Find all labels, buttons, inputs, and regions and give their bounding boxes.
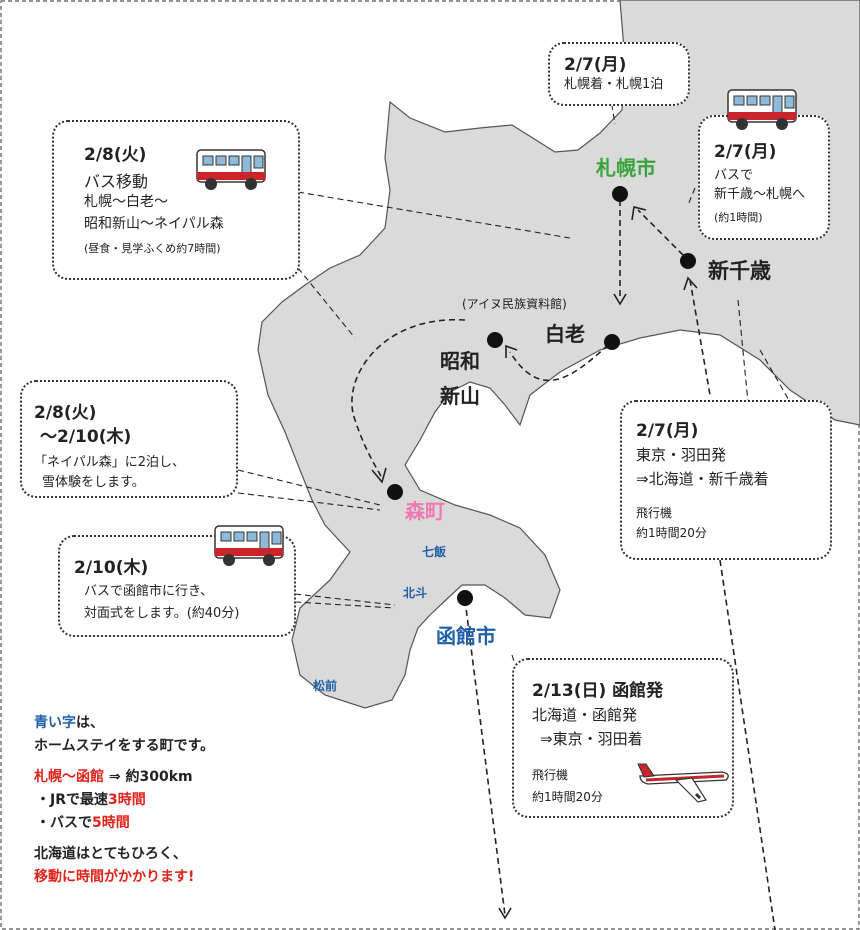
callout-line: バスで函館市に行き、 <box>84 584 214 599</box>
legend-text: は、 <box>76 715 104 731</box>
callout-line: バス移動 <box>84 172 149 191</box>
callout-date: 2/8(火) <box>34 403 97 423</box>
callout-line: バスで <box>714 168 754 183</box>
legend-text: ・JRで最速 <box>36 792 108 808</box>
callout-line: 昭和新山～ネイパル森 <box>84 216 224 232</box>
callout-bus-to-sapporo: 2/7(月) バスで 新千歳～札幌へ (約1時間) <box>698 115 830 240</box>
mori-marker <box>387 484 403 500</box>
legend-red-text: 札幌～函館 <box>34 769 104 785</box>
ainu-museum-label: (アイヌ民族資料館) <box>462 297 567 311</box>
callout-line: 東京・羽田発 <box>636 446 727 464</box>
shiraoi-marker <box>604 334 620 350</box>
showa-shinzan-marker <box>487 332 503 348</box>
hakodate-marker <box>457 590 473 606</box>
callout-date: 2/10(木) <box>74 558 149 578</box>
callout-line: ⇒東京・羽田着 <box>540 730 643 748</box>
callout-date: 2/8(火) <box>84 145 147 165</box>
callout-date: 2/13(日) 函館発 <box>532 681 664 701</box>
callout-line: 「ネイパル森」に2泊し、 <box>34 455 186 470</box>
legend-line-2: ホームステイをする町です。 <box>34 738 215 754</box>
shiraoi-label: 白老 <box>545 322 585 346</box>
callout-line: ⇒北海道・新千歳着 <box>636 470 769 488</box>
callout-date: 2/7(月) <box>636 421 699 441</box>
callout-line: 札幌～白老～ <box>84 194 168 210</box>
callout-line: (約1時間) <box>714 211 763 224</box>
callout-bus-day2: 2/8(火) バス移動 札幌～白老～ 昭和新山～ネイパル森 (昼食・見学ふくめ約… <box>52 120 300 280</box>
legend-red-text: 3時間 <box>108 792 146 808</box>
legend-line-7: 移動に時間がかかります! <box>34 869 195 885</box>
legend-text: ⇒ 約300km <box>104 769 193 785</box>
callout-date: 2/7(月) <box>714 142 777 162</box>
bus-icon <box>196 149 266 190</box>
callout-date: ～2/10(木) <box>40 427 132 447</box>
callout-line: (昼食・見学ふくめ約7時間) <box>84 242 221 255</box>
legend-line-3: 札幌～函館 ⇒ 約300km <box>34 766 214 789</box>
callout-line: 約1時間20分 <box>636 526 707 540</box>
callout-line: 札幌着・札幌1泊 <box>564 77 664 92</box>
sapporo-marker <box>612 186 628 202</box>
matsumae-label: 松前 <box>313 679 338 693</box>
callout-neipal-mori: 2/8(火) ～2/10(木) 「ネイパル森」に2泊し、 雪体験をします。 <box>20 380 238 498</box>
callout-line: 新千歳～札幌へ <box>714 187 806 202</box>
legend-line-1: 青い字は、 <box>34 712 214 735</box>
callout-flight-departure: 2/13(日) 函館発 北海道・函館発 ⇒東京・羽田着 飛行機 約1時間20分 <box>512 658 734 818</box>
legend-blue-text: 青い字 <box>34 715 76 731</box>
bus-icon <box>727 89 797 130</box>
callout-line: 雪体験をします。 <box>42 475 145 490</box>
callout-sapporo-arrival: 2/7(月) 札幌着・札幌1泊 <box>548 42 690 106</box>
callout-date: 2/7(月) <box>564 55 627 75</box>
nanae-label: 七飯 <box>422 545 447 559</box>
airplane-icon <box>637 763 729 803</box>
callout-line: 約1時間20分 <box>532 790 603 804</box>
legend: 青い字は、 ホームステイをする町です。 札幌～函館 ⇒ 約300km ・JRで最… <box>34 712 214 889</box>
hokuto-label: 北斗 <box>403 586 428 600</box>
bus-icon <box>214 525 284 566</box>
legend-line-5: ・バスで5時間 <box>34 812 214 835</box>
mori-label: 森町 <box>405 499 445 523</box>
shinchitose-label: 新千歳 <box>708 259 771 283</box>
callout-line: 対面式をします。(約40分) <box>84 606 240 621</box>
sapporo-label: 札幌市 <box>596 156 656 180</box>
legend-line-6: 北海道はとてもひろく、 <box>34 846 187 862</box>
shinchitose-marker <box>680 253 696 269</box>
callout-line: 飛行機 <box>636 506 673 520</box>
callout-line: 飛行機 <box>532 768 569 782</box>
callout-line: 北海道・函館発 <box>532 706 638 724</box>
hakodate-label: 函館市 <box>436 624 496 648</box>
showa-label-2: 新山 <box>440 384 480 408</box>
legend-line-4: ・JRで最速3時間 <box>34 789 214 812</box>
showa-label-1: 昭和 <box>440 349 480 373</box>
legend-red-text: 5時間 <box>92 815 130 831</box>
callout-flight-arrival: 2/7(月) 東京・羽田発 ⇒北海道・新千歳着 飛行機 約1時間20分 <box>620 400 832 560</box>
legend-text: ・バスで <box>36 815 92 831</box>
